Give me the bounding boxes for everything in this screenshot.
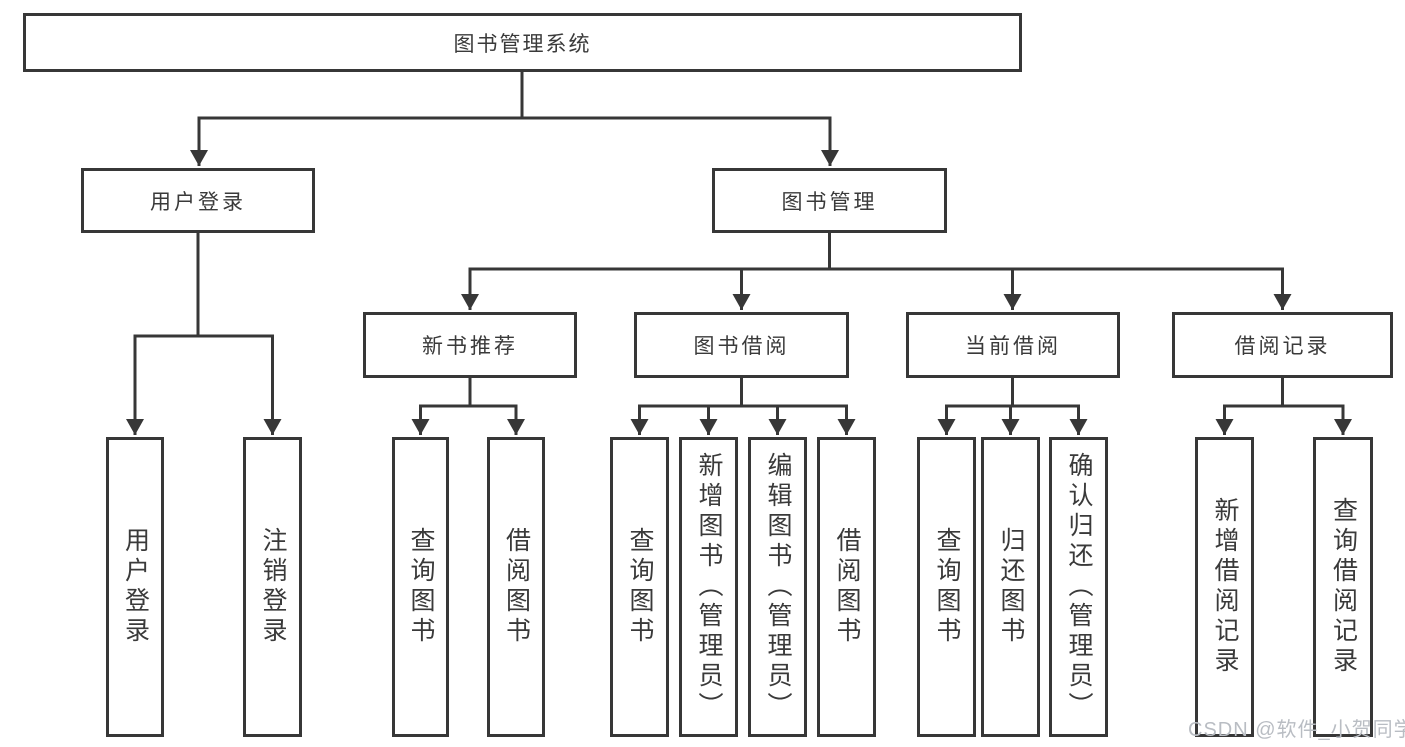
leaf-edit-book-admin-label: 编辑图书（管理员） <box>764 452 792 722</box>
node-book-borrow: 图书借阅 <box>634 312 849 378</box>
node-new-book-recommend: 新书推荐 <box>363 312 577 378</box>
leaf-edit-book-admin: 编辑图书（管理员） <box>748 437 807 737</box>
node-user-login-label: 用户登录 <box>150 190 246 214</box>
leaf-query-borrow-record: 查询借阅记录 <box>1313 437 1373 737</box>
leaf-add-book-admin-label: 新增图书（管理员） <box>695 452 723 722</box>
node-root-library-management-system: 图书管理系统 <box>23 13 1022 72</box>
leaf-borrow-books-1-label: 借阅图书 <box>502 527 531 647</box>
node-book-management-label: 图书管理 <box>781 190 878 214</box>
leaf-logout-login: 注销登录 <box>243 437 302 737</box>
node-current-borrow-label: 当前借阅 <box>965 335 1061 358</box>
edges-current-borrow-to-leaves <box>937 377 1088 435</box>
node-book-management: 图书管理 <box>712 168 947 233</box>
leaf-query-books-3-label: 查询图书 <box>933 527 961 647</box>
edges-book-borrow-to-leaves <box>630 377 856 435</box>
leaf-add-book-admin: 新增图书（管理员） <box>679 437 738 737</box>
node-user-login: 用户登录 <box>81 168 315 233</box>
leaf-query-books-1: 查询图书 <box>392 437 449 737</box>
edges-borrow-records-to-leaves <box>1215 377 1352 435</box>
edges-book-management-to-level3 <box>461 232 1292 310</box>
node-root-label: 图书管理系统 <box>453 32 592 56</box>
leaf-user-login: 用户登录 <box>106 437 164 737</box>
leaf-confirm-return-admin: 确认归还（管理员） <box>1049 437 1108 737</box>
edges-user-login-to-leaves <box>126 232 282 435</box>
leaf-logout-login-label: 注销登录 <box>259 527 287 647</box>
node-new-book-recommend-label: 新书推荐 <box>422 335 518 358</box>
leaf-query-books-2: 查询图书 <box>610 437 669 737</box>
edges-new-book-recommend-to-leaves <box>411 377 525 435</box>
node-current-borrow: 当前借阅 <box>906 312 1120 378</box>
leaf-query-books-2-label: 查询图书 <box>626 527 654 647</box>
leaf-query-borrow-record-label: 查询借阅记录 <box>1329 497 1358 677</box>
leaf-query-books-1-label: 查询图书 <box>407 527 435 647</box>
leaf-return-book-label: 归还图书 <box>997 527 1025 647</box>
leaf-borrow-books-2: 借阅图书 <box>817 437 876 737</box>
leaf-borrow-books-2-label: 借阅图书 <box>833 527 861 647</box>
csdn-watermark: CSDN @软件_小贺同学 <box>1188 719 1405 741</box>
node-borrow-records: 借阅记录 <box>1172 312 1393 378</box>
node-book-borrow-label: 图书借阅 <box>693 335 790 358</box>
leaf-add-borrow-record: 新增借阅记录 <box>1195 437 1254 737</box>
leaf-borrow-books-1: 借阅图书 <box>487 437 545 737</box>
leaf-return-book: 归还图书 <box>981 437 1040 737</box>
leaf-query-books-3: 查询图书 <box>917 437 976 737</box>
leaf-confirm-return-admin-label: 确认归还（管理员） <box>1065 452 1093 722</box>
leaf-user-login-label: 用户登录 <box>121 527 150 647</box>
node-borrow-records-label: 借阅记录 <box>1234 335 1331 358</box>
leaf-add-borrow-record-label: 新增借阅记录 <box>1211 497 1239 677</box>
edges-root-to-level2 <box>190 71 839 166</box>
